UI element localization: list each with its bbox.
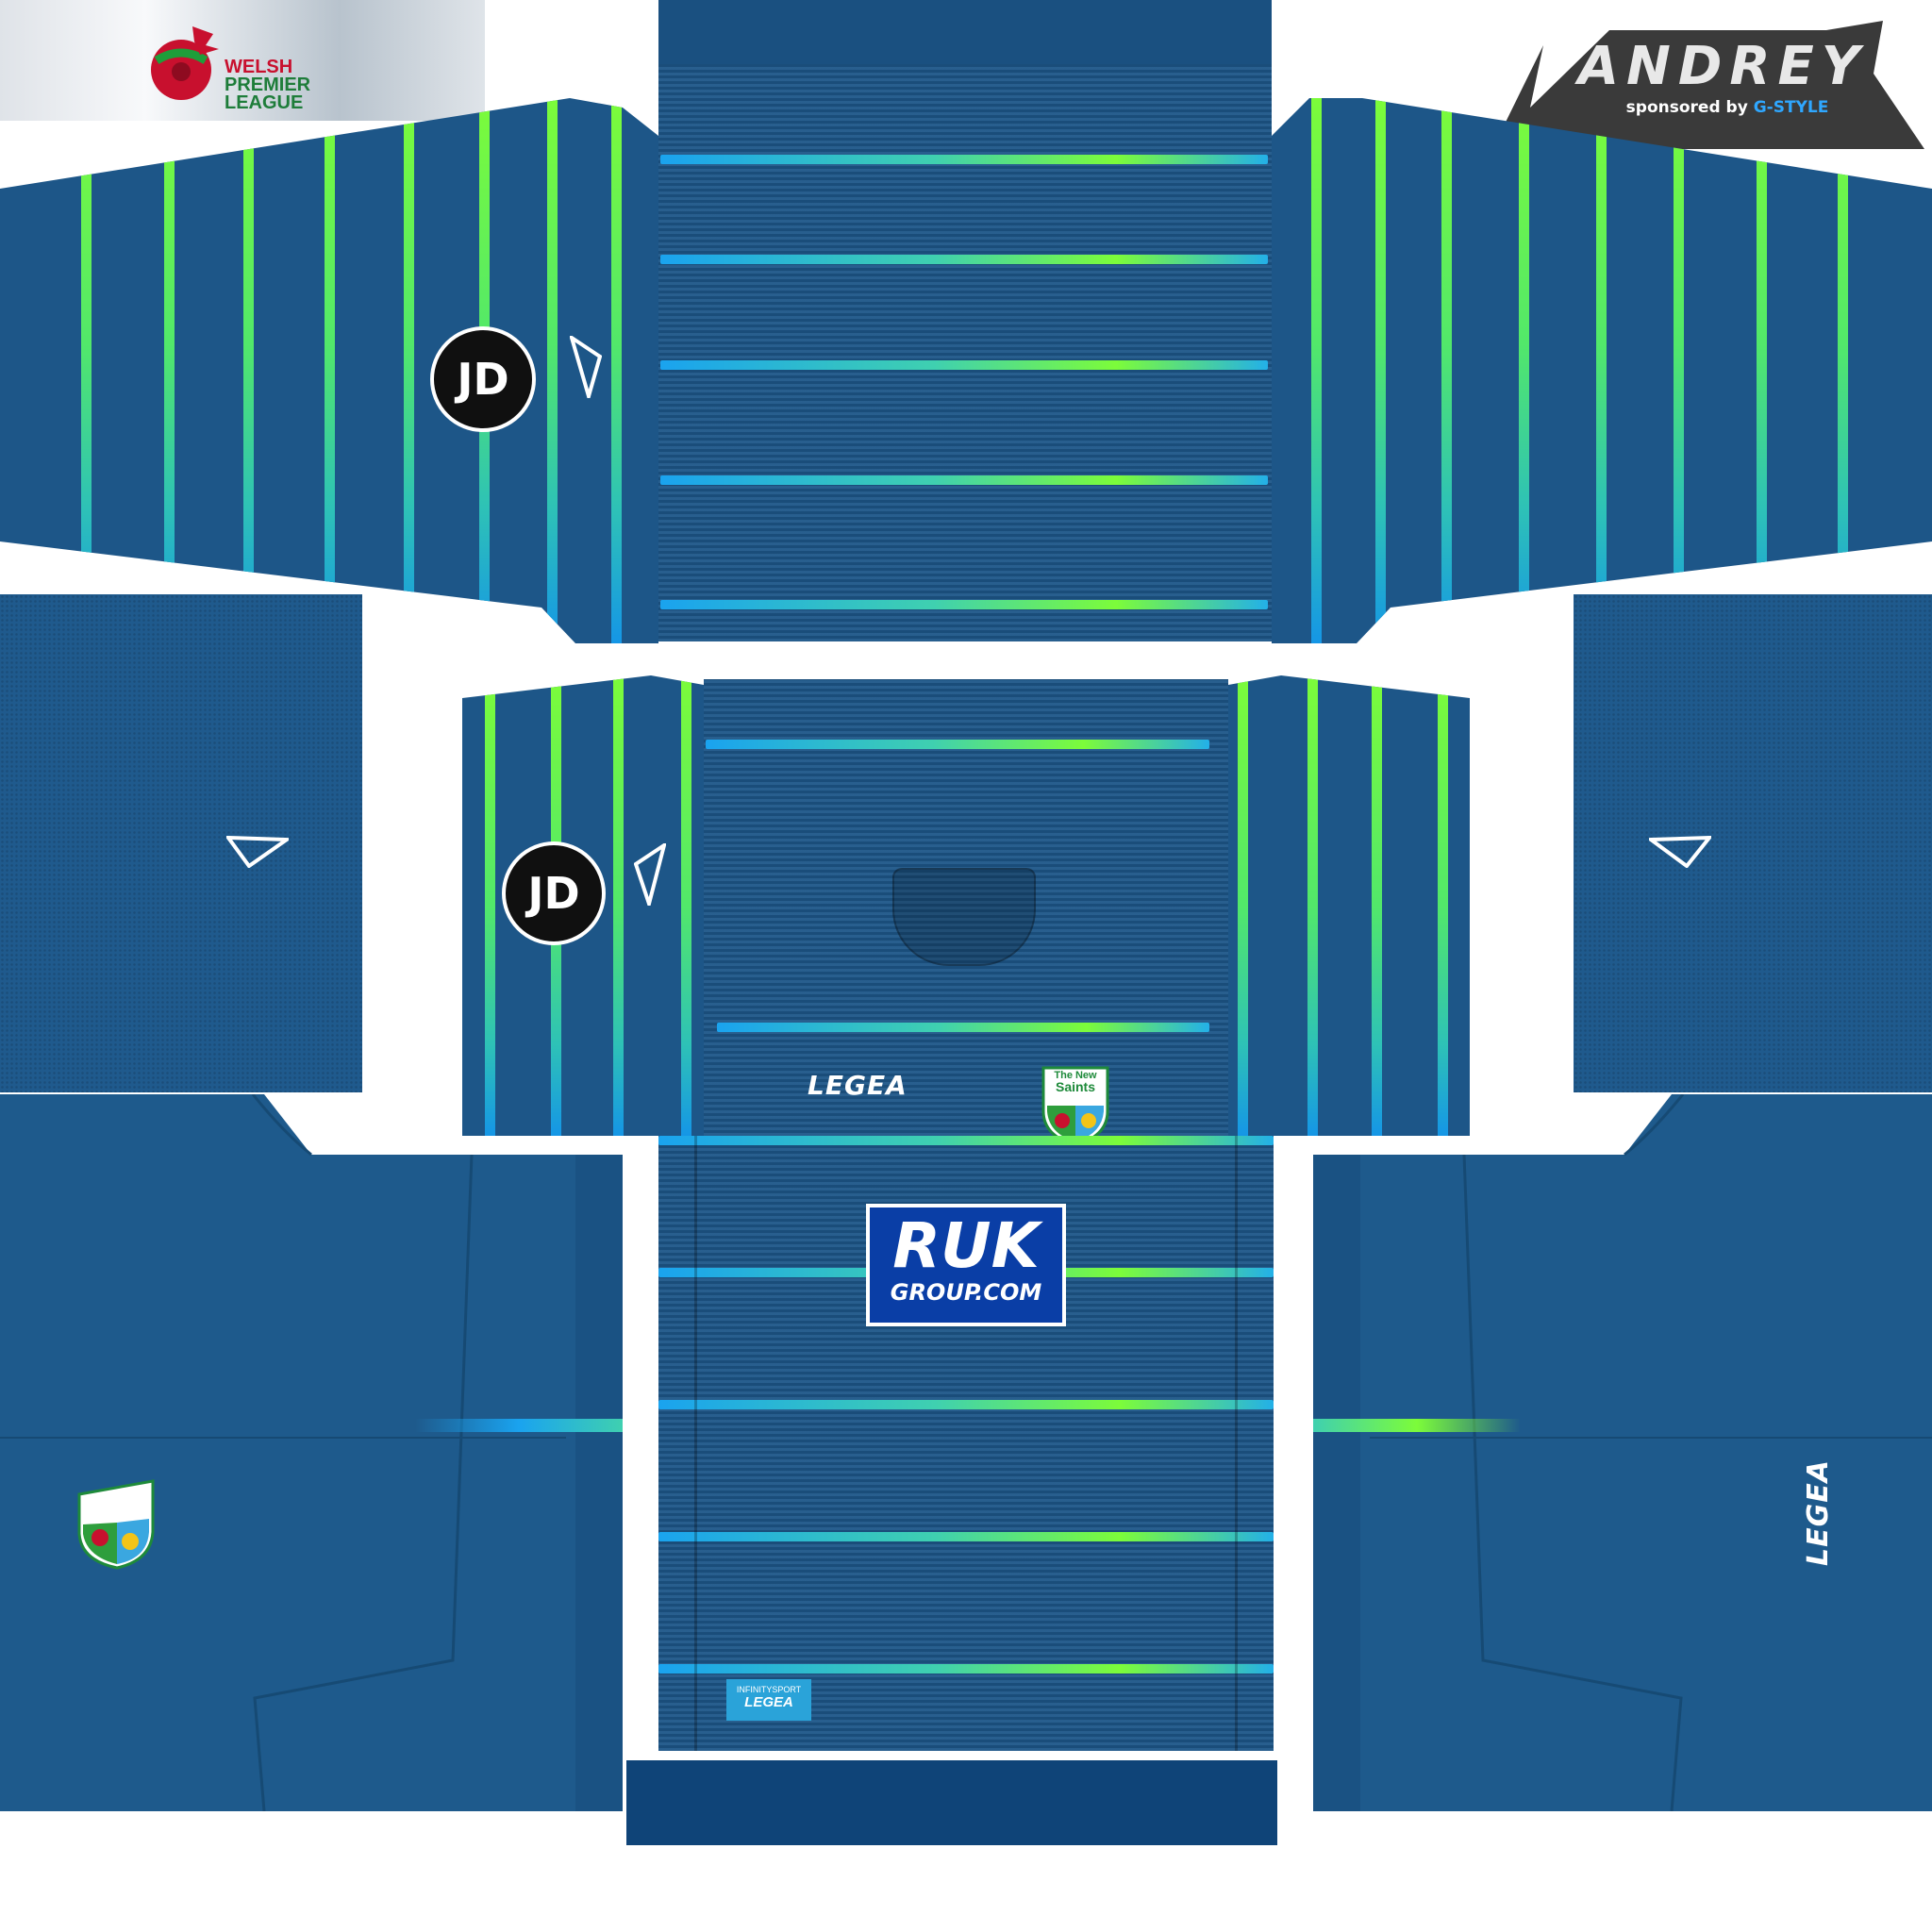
left-short-sleeve: JD: [462, 675, 704, 1136]
short-sleeve-sponsor-badge: JD: [502, 841, 606, 945]
short-sleeve-chevron-icon: [634, 843, 666, 906]
league-logo-patch: WELSH PREMIER LEAGUE: [0, 0, 485, 121]
sock-chevron-icon-right: [1649, 836, 1711, 868]
shirt-hem-band: [626, 1760, 1277, 1845]
league-logo-line2: PREMIER: [225, 75, 311, 95]
league-logo-line1: WELSH: [225, 57, 293, 77]
left-long-sleeve: JD: [0, 98, 658, 643]
front-body-panel: RUK GROUP.COM INFINITYSPORT LEGEA: [658, 1136, 1274, 1751]
main-sponsor-box: RUK GROUP.COM: [866, 1204, 1066, 1326]
right-short-sleeve: [1228, 675, 1470, 1136]
right-sock-panel: [1574, 594, 1932, 1092]
watermark-name: ANDREY: [1577, 36, 1868, 97]
back-upper-panel: [658, 0, 1272, 641]
shorts-right: LEGEA: [1313, 1094, 1932, 1811]
hem-tag-line2: LEGEA: [744, 1694, 793, 1710]
club-badge-line2: Saints: [1055, 1079, 1095, 1094]
collar-shape: [892, 868, 1036, 966]
main-sponsor-line2: GROUP.COM: [890, 1279, 1042, 1306]
hem-tag-line1: INFINITYSPORT: [736, 1685, 802, 1694]
watermark-logo: ANDREY sponsored by G-STYLE: [1487, 17, 1930, 155]
shorts-brand-logo: LEGEA: [1802, 1459, 1835, 1566]
front-chest-panel: LEGEA The New Saints: [704, 679, 1228, 1147]
league-ball-icon: [143, 17, 226, 108]
sleeve-sponsor-badge: JD: [430, 326, 536, 432]
hem-tag: INFINITYSPORT LEGEA: [726, 1679, 811, 1721]
club-badge-line1: The New: [1054, 1070, 1097, 1081]
brand-chevron-icon: [570, 336, 602, 398]
shorts-club-badge: [74, 1475, 158, 1572]
chest-brand-logo: LEGEA: [808, 1070, 908, 1101]
left-sock-panel: [0, 594, 362, 1092]
watermark-sponsor-brand: G-STYLE: [1753, 98, 1829, 117]
sock-chevron-icon: [226, 836, 289, 868]
main-sponsor-line1: RUK: [892, 1209, 1040, 1282]
club-badge: The New Saints: [1040, 1062, 1111, 1147]
shorts-left: [0, 1094, 623, 1811]
right-long-sleeve: [1272, 98, 1932, 643]
league-logo-line3: LEAGUE: [225, 92, 304, 113]
watermark-sponsor-line: sponsored by: [1625, 98, 1748, 117]
